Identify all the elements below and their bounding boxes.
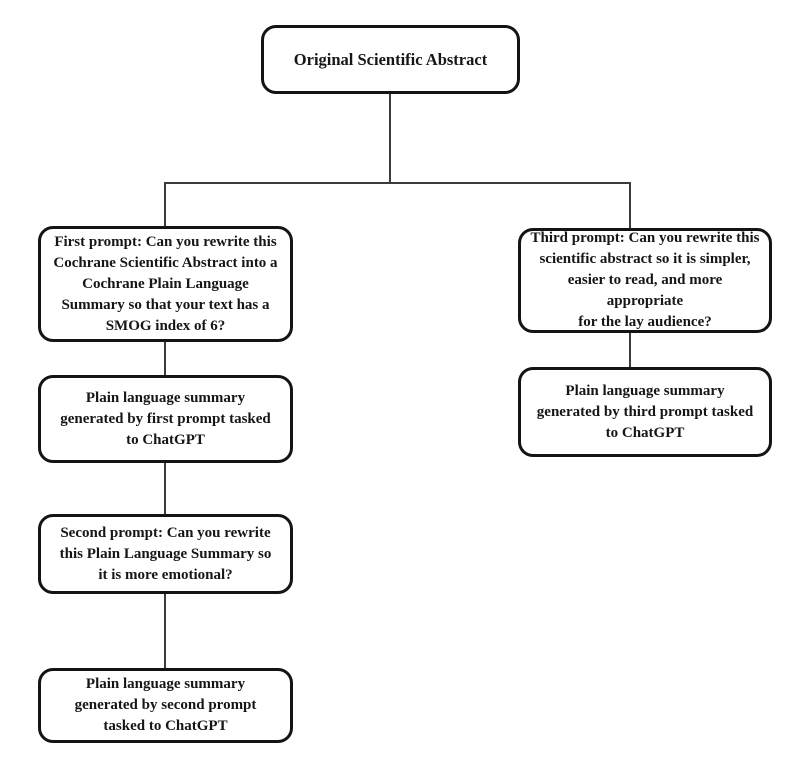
node-label: Plain language summary generated by thir… — [536, 382, 754, 441]
node-label: Plain language summary generated by firs… — [60, 389, 271, 448]
node-label: Third prompt: Can you rewrite this scien… — [530, 230, 760, 330]
connector-second-prompt-to-second-output — [164, 592, 166, 669]
node-second-output: Plain language summary generated by seco… — [38, 668, 293, 743]
node-original-scientific-abstract: Original Scientific Abstract — [261, 25, 520, 94]
node-label: Original Scientific Abstract — [293, 49, 488, 69]
connector-first-output-to-second-prompt — [164, 462, 166, 515]
connector-branch-left — [164, 182, 166, 227]
connector-first-prompt-to-first-output — [164, 341, 166, 376]
node-second-prompt: Second prompt: Can you rewrite this Plai… — [38, 514, 293, 594]
node-label: Plain language summary generated by seco… — [74, 676, 257, 734]
node-first-prompt: First prompt: Can you rewrite this Cochr… — [38, 226, 293, 342]
node-label: First prompt: Can you rewrite this Cochr… — [53, 233, 278, 334]
connector-branch-right — [629, 182, 631, 229]
node-first-output: Plain language summary generated by firs… — [38, 375, 293, 463]
connector-branch-horizontal — [164, 182, 631, 184]
node-third-output: Plain language summary generated by thir… — [518, 367, 772, 457]
node-label: Second prompt: Can you rewrite this Plai… — [59, 524, 272, 583]
connector-third-prompt-to-third-output — [629, 332, 631, 368]
node-third-prompt: Third prompt: Can you rewrite this scien… — [518, 228, 772, 333]
connector-root-stem — [389, 94, 391, 184]
